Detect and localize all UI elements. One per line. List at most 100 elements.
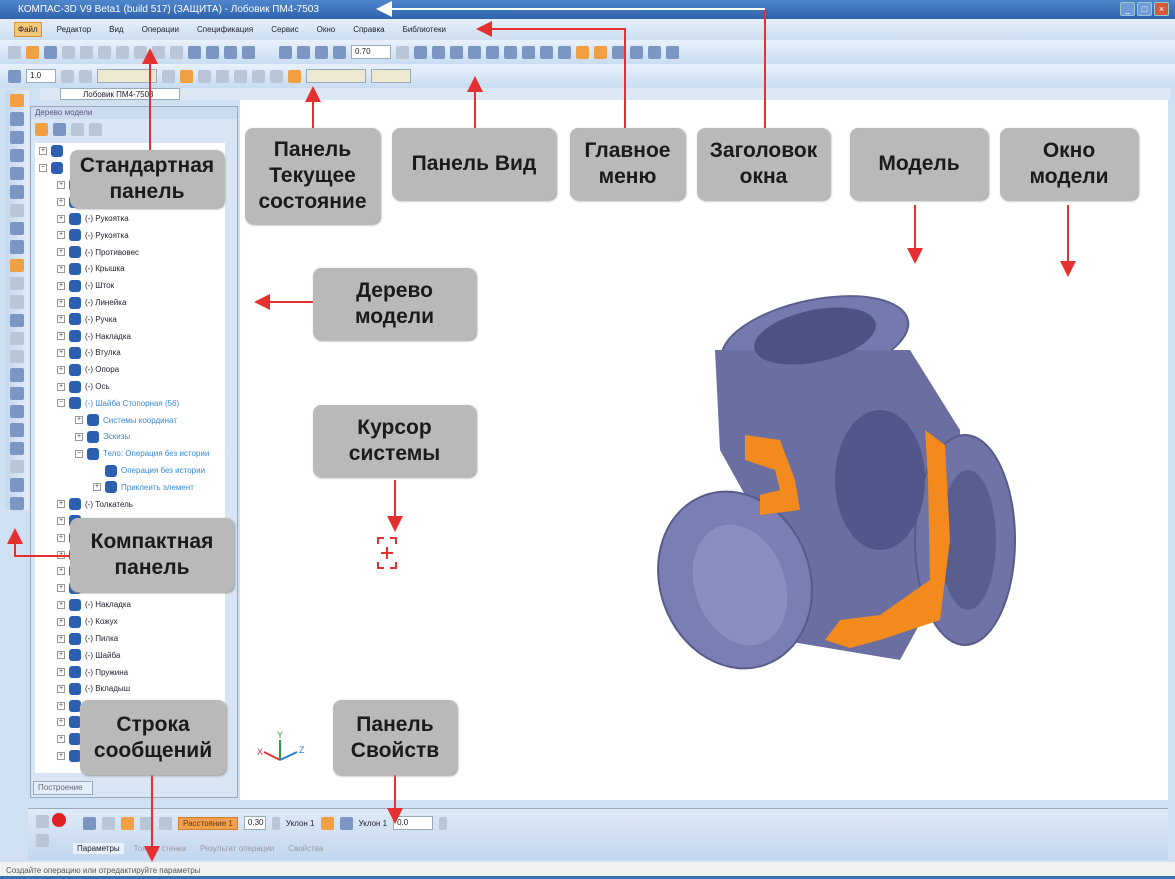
- perspective-icon[interactable]: [576, 45, 589, 59]
- shell-icon[interactable]: [10, 386, 24, 401]
- expand-toggle-icon[interactable]: +: [57, 684, 65, 693]
- curve-icon[interactable]: [270, 69, 283, 83]
- expand-toggle-icon[interactable]: +: [57, 668, 65, 677]
- expand-toggle-icon[interactable]: +: [57, 533, 65, 542]
- zoom-input[interactable]: 0.70: [351, 45, 391, 59]
- expand-toggle-icon[interactable]: +: [57, 248, 65, 257]
- zoom-out-icon[interactable]: [297, 45, 310, 59]
- new-icon[interactable]: [8, 45, 21, 59]
- menu-libraries[interactable]: Библиотеки: [402, 24, 446, 34]
- angle-spin[interactable]: [439, 816, 448, 830]
- zoom-scale-icon[interactable]: [333, 45, 346, 59]
- tree-item[interactable]: +Приклеить элемент: [35, 479, 225, 496]
- section-tool-icon[interactable]: [10, 441, 24, 455]
- save-icon[interactable]: [44, 45, 57, 59]
- paste-icon[interactable]: [134, 45, 147, 59]
- copy-icon[interactable]: [116, 45, 129, 59]
- sketch-icon[interactable]: [10, 112, 24, 126]
- revolve-icon[interactable]: [10, 240, 24, 254]
- expand-toggle-icon[interactable]: +: [57, 651, 65, 660]
- direction-icon[interactable]: [83, 816, 96, 830]
- display-icon[interactable]: [666, 45, 679, 59]
- copy-tool-icon[interactable]: [10, 459, 24, 474]
- wireframe-icon[interactable]: [486, 45, 499, 59]
- expand-toggle-icon[interactable]: +: [57, 382, 65, 391]
- tree-item[interactable]: +(-) Накладка: [35, 597, 225, 614]
- tree-view-icon[interactable]: [53, 122, 66, 136]
- arc-icon[interactable]: [10, 167, 24, 181]
- tools-icon[interactable]: [648, 45, 661, 59]
- tab-parameters[interactable]: Параметры: [73, 843, 124, 854]
- tree-item[interactable]: +(-) Опора: [35, 361, 225, 378]
- preview-icon[interactable]: [80, 45, 93, 59]
- tree-settings-icon[interactable]: [89, 122, 102, 136]
- manager-icon[interactable]: [188, 45, 201, 59]
- tree-item[interactable]: +(-) Кожух: [35, 613, 225, 630]
- grid-icon[interactable]: [8, 69, 21, 83]
- tree-item[interactable]: +: [35, 143, 225, 160]
- tab-thin-wall[interactable]: Тонкая стенка: [133, 844, 187, 853]
- edit-icon[interactable]: [10, 94, 24, 108]
- expand-toggle-icon[interactable]: +: [57, 231, 65, 240]
- coord-y-field[interactable]: [371, 69, 411, 83]
- expand-toggle-icon[interactable]: +: [57, 264, 65, 273]
- section-icon[interactable]: [594, 45, 607, 59]
- text-icon[interactable]: [10, 185, 24, 199]
- rotate-icon[interactable]: [468, 45, 481, 59]
- line-icon[interactable]: [10, 148, 24, 163]
- expand-toggle-icon[interactable]: +: [75, 416, 83, 425]
- tree-item[interactable]: +(-) Вкладыш: [35, 681, 225, 698]
- array-icon[interactable]: [10, 331, 24, 346]
- fillet-icon[interactable]: [10, 368, 24, 382]
- expand-toggle-icon[interactable]: +: [57, 600, 65, 609]
- angle-input[interactable]: 0.0: [393, 816, 434, 830]
- tree-item[interactable]: +: [35, 697, 225, 714]
- measure-tool-icon[interactable]: [10, 350, 24, 364]
- redo-icon[interactable]: [170, 45, 183, 59]
- print-icon[interactable]: [62, 45, 75, 59]
- tree-item[interactable]: +(-) Противовес: [35, 244, 225, 261]
- minimize-button[interactable]: _: [1120, 2, 1135, 16]
- extrude-icon[interactable]: [10, 222, 24, 236]
- expand-toggle-icon[interactable]: +: [57, 550, 65, 559]
- menu-window[interactable]: Окно: [316, 24, 336, 34]
- expand-toggle-icon[interactable]: +: [57, 348, 65, 357]
- tab-properties[interactable]: Свойства: [288, 844, 324, 853]
- expand-toggle-icon[interactable]: +: [57, 180, 65, 189]
- thin-lines-icon[interactable]: [522, 45, 535, 59]
- menu-editor[interactable]: Редактор: [56, 24, 92, 34]
- open-icon[interactable]: [26, 45, 39, 59]
- expand-toggle-icon[interactable]: −: [75, 449, 83, 458]
- mate-icon[interactable]: [10, 478, 24, 492]
- orthogonal-icon[interactable]: [216, 69, 229, 83]
- pan-icon[interactable]: [432, 45, 445, 59]
- state-field[interactable]: [97, 69, 157, 83]
- maximize-button[interactable]: □: [1137, 2, 1152, 16]
- tree-item[interactable]: +(-) Рукоятка: [35, 210, 225, 227]
- undo-icon[interactable]: [152, 45, 165, 59]
- coord-x-field[interactable]: [306, 69, 366, 83]
- reverse-icon[interactable]: [140, 816, 153, 830]
- table-icon[interactable]: [234, 69, 247, 83]
- menu-help[interactable]: Справка: [353, 24, 385, 34]
- box-icon[interactable]: [10, 423, 24, 437]
- pin-icon[interactable]: [36, 815, 49, 828]
- expand-toggle-icon[interactable]: +: [57, 701, 65, 710]
- expand-toggle-icon[interactable]: +: [57, 634, 65, 643]
- expand-toggle-icon[interactable]: +: [93, 483, 101, 492]
- shaded-icon[interactable]: [540, 45, 553, 59]
- measure-icon[interactable]: [612, 45, 625, 59]
- details-icon[interactable]: [10, 258, 24, 272]
- coords-icon[interactable]: [252, 69, 265, 83]
- tree-order-icon[interactable]: [35, 122, 48, 136]
- tree-item[interactable]: +: [35, 731, 225, 748]
- assembly-icon[interactable]: [10, 276, 24, 291]
- menu-view[interactable]: Вид: [109, 24, 124, 34]
- hidden-lines-icon[interactable]: [504, 45, 517, 59]
- expand-toggle-icon[interactable]: +: [57, 567, 65, 576]
- expand-toggle-icon[interactable]: +: [57, 298, 65, 307]
- fit-icon[interactable]: [450, 45, 463, 59]
- expand-toggle-icon[interactable]: +: [57, 516, 65, 525]
- tree-item[interactable]: +(-) Ось: [35, 378, 225, 395]
- method-icon[interactable]: [121, 816, 134, 830]
